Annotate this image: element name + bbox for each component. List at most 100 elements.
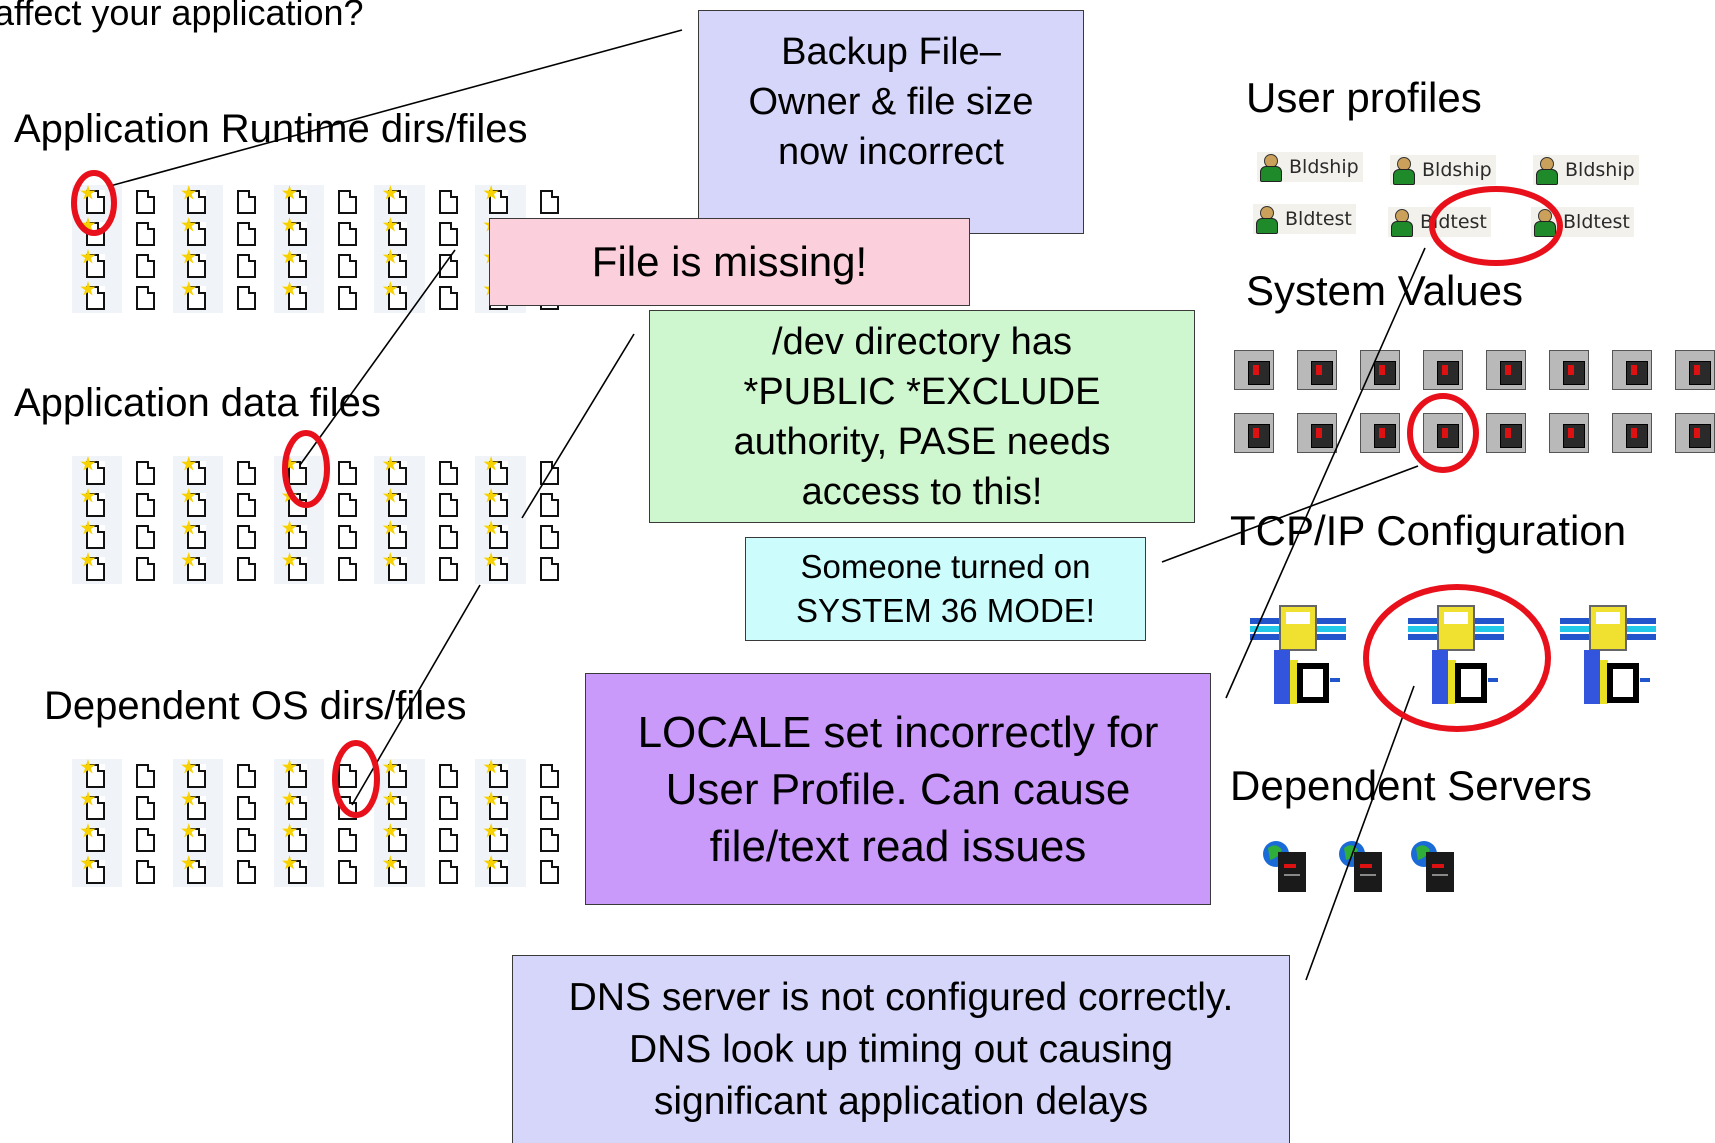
- user-profiles-heading: User profiles: [1246, 74, 1482, 121]
- new-file-icon: [172, 520, 224, 552]
- new-file-icon: [475, 823, 526, 855]
- profile-name: Bldship: [1565, 159, 1635, 181]
- file-icon: [324, 759, 374, 791]
- profile-chip: Bldtest: [1388, 207, 1491, 237]
- file-icon: [223, 488, 273, 520]
- new-file-icon: [273, 823, 324, 855]
- profile-name: Bldtest: [1563, 211, 1630, 233]
- new-file-icon: [273, 249, 324, 281]
- system-value-icon: [1360, 350, 1400, 390]
- system-value-icon: [1360, 413, 1400, 453]
- profile-chip: Bldtest: [1253, 204, 1356, 234]
- system-value-icon: [1297, 413, 1337, 453]
- file-icon: [324, 791, 374, 823]
- new-file-icon: [273, 759, 324, 791]
- file-icon: [425, 249, 475, 281]
- file-icon: [324, 281, 374, 313]
- file-icon: [122, 456, 172, 488]
- file-icon: [526, 520, 576, 552]
- system-value-icon: [1549, 413, 1589, 453]
- dns-callout: DNS server is not configured correctly. …: [512, 955, 1290, 1143]
- new-file-icon: [475, 791, 526, 823]
- new-file-icon: [374, 823, 425, 855]
- file-icon: [223, 281, 273, 313]
- file-icon: [122, 791, 172, 823]
- new-file-icon: [172, 855, 224, 887]
- system-values-heading: System Values: [1246, 267, 1523, 314]
- system-value-icon: [1486, 413, 1526, 453]
- new-file-icon: [72, 488, 123, 520]
- new-file-icon: [475, 759, 526, 791]
- new-file-icon: [374, 488, 425, 520]
- user-icon: [1259, 153, 1282, 182]
- new-file-icon: [374, 552, 425, 584]
- new-file-icon: [273, 855, 324, 887]
- file-icon: [122, 520, 172, 552]
- user-icon: [1390, 208, 1413, 237]
- file-icon: [223, 552, 273, 584]
- profile-chip: Bldship: [1390, 155, 1496, 185]
- file-icon: [324, 823, 374, 855]
- profile-chip: Bldship: [1257, 152, 1363, 182]
- new-file-icon: [374, 791, 425, 823]
- file-icon: [122, 249, 172, 281]
- system-value-icon: [1297, 350, 1337, 390]
- tcpip-heading: TCP/IP Configuration: [1230, 507, 1627, 554]
- system-value-icon: [1234, 413, 1274, 453]
- file-icon: [425, 217, 475, 249]
- new-file-icon: [475, 488, 526, 520]
- profile-name: Bldship: [1289, 156, 1359, 178]
- os-heading: Dependent OS dirs/files: [44, 684, 467, 728]
- file-icon: [122, 823, 172, 855]
- network-line-icon: [1250, 605, 1346, 704]
- system-value-icon: [1486, 350, 1526, 390]
- user-icon: [1535, 156, 1558, 185]
- system-value-icon: [1423, 413, 1463, 453]
- new-file-icon: [72, 185, 123, 217]
- new-file-icon: [172, 456, 224, 488]
- file-icon: [526, 488, 576, 520]
- file-icon: [122, 759, 172, 791]
- file-icon: [425, 552, 475, 584]
- file-icon: [223, 217, 273, 249]
- backup-callout: Backup File– Owner & file size now incor…: [698, 10, 1084, 234]
- file-icon: [425, 456, 475, 488]
- new-file-icon: [374, 456, 425, 488]
- new-file-icon: [72, 855, 123, 887]
- new-file-icon: [374, 520, 425, 552]
- profile-chip: Bldship: [1533, 155, 1639, 185]
- new-file-icon: [374, 281, 425, 313]
- system-value-icon: [1612, 350, 1652, 390]
- user-icon: [1392, 156, 1415, 185]
- file-icon: [425, 791, 475, 823]
- new-file-icon: [374, 217, 425, 249]
- new-file-icon: [273, 185, 324, 217]
- file-icon: [425, 185, 475, 217]
- file-icon: [223, 823, 273, 855]
- system-value-icon: [1423, 350, 1463, 390]
- file-icon: [526, 791, 576, 823]
- file-icon: [425, 520, 475, 552]
- new-file-icon: [172, 185, 224, 217]
- network-line-icon: [1408, 605, 1504, 704]
- new-file-icon: [172, 759, 224, 791]
- new-file-icon: [72, 520, 123, 552]
- new-file-icon: [374, 759, 425, 791]
- new-file-icon: [172, 488, 224, 520]
- file-icon: [122, 185, 172, 217]
- servers-heading: Dependent Servers: [1230, 762, 1592, 809]
- system-value-icon: [1675, 413, 1715, 453]
- profile-name: Bldship: [1422, 159, 1492, 181]
- file-icon: [223, 456, 273, 488]
- file-icon: [324, 185, 374, 217]
- profile-name: Bldtest: [1285, 208, 1352, 230]
- data-file-grid: [72, 456, 576, 584]
- new-file-icon: [374, 249, 425, 281]
- file-icon: [324, 520, 374, 552]
- file-icon: [324, 456, 374, 488]
- user-icon: [1533, 208, 1556, 237]
- file-icon: [526, 823, 576, 855]
- profile-chip: Bldtest: [1531, 207, 1634, 237]
- new-file-icon: [273, 552, 324, 584]
- new-file-icon: [273, 520, 324, 552]
